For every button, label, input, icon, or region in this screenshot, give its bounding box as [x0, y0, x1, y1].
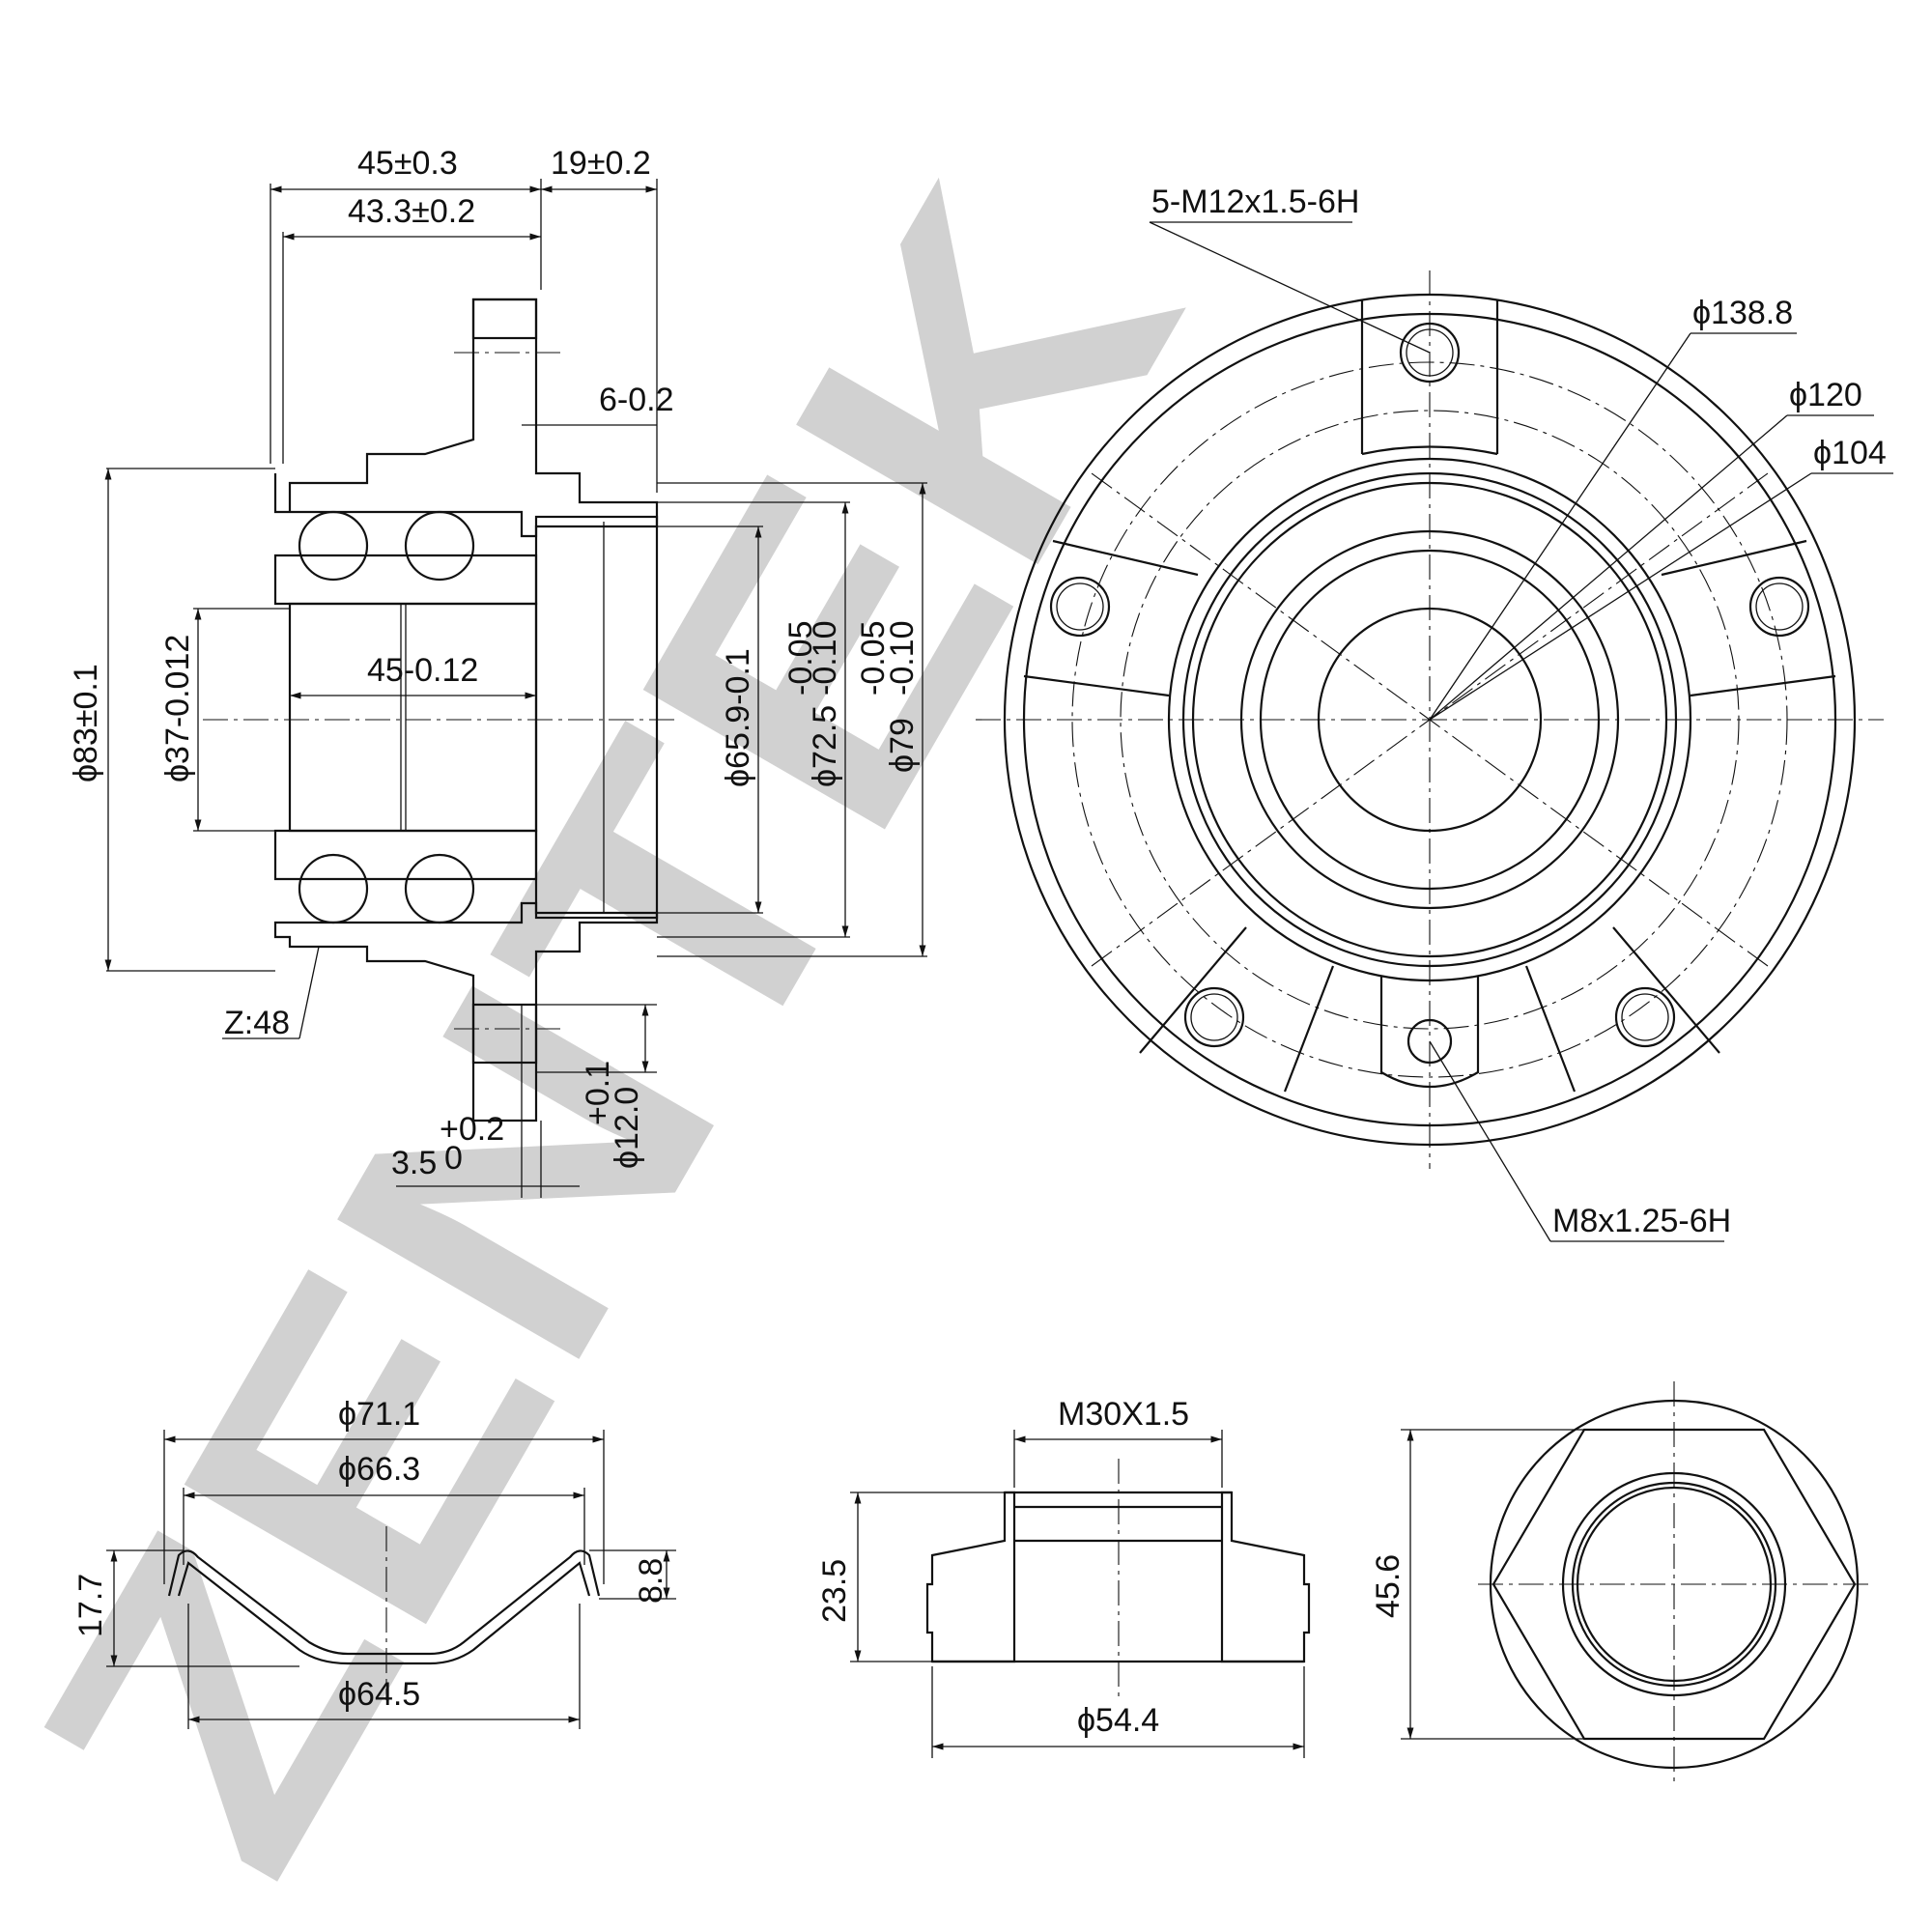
dim-79: ϕ79 [884, 718, 921, 773]
dim-66: ϕ66.3 [338, 1451, 420, 1488]
dim-120: ϕ120 [1789, 377, 1862, 413]
dim-19: 19±0.2 [551, 145, 651, 182]
dim-m8: M8x1.25-6H [1552, 1203, 1731, 1239]
top-flange [471, 298, 538, 340]
bolt-hole-left [1049, 576, 1111, 638]
dim-23-5: 23.5 [816, 1559, 853, 1623]
front-view: 5-M12x1.5-6H ϕ138.8 ϕ120 ϕ104 M8x1.25-6H [976, 184, 1893, 1242]
ball-4 [404, 853, 475, 924]
nut-right-section [1220, 1491, 1311, 1663]
bolt-hole-br [1614, 986, 1676, 1048]
dim-6: 6-0.2 [599, 382, 674, 418]
dim-71: ϕ71.1 [338, 1396, 420, 1433]
ball-1 [298, 510, 369, 582]
nut-left-section [925, 1491, 1016, 1663]
ball-3 [298, 853, 369, 924]
dim-3-5-upper: +0.2 [440, 1111, 504, 1148]
nut-front-view: 45.6 [1370, 1381, 1869, 1787]
dim-12-tol: +0.1 [580, 1061, 616, 1125]
nut-section-view: M30X1.5 23.5 ϕ54.4 [816, 1396, 1311, 1758]
hub-body-lower [273, 901, 659, 1122]
hub-body-upper [273, 298, 659, 538]
outer-ring-top [273, 554, 538, 606]
dim-79-upper: -0.05 [855, 621, 892, 696]
dim-104: ϕ104 [1813, 435, 1887, 471]
dim-79-lower: -0.10 [884, 621, 921, 696]
dim-5-m12: 5-M12x1.5-6H [1151, 184, 1359, 220]
dim-72-upper: -0.05 [782, 621, 819, 696]
side-section-view: 45±0.3 19±0.2 43.3±0.2 6-0.2 45-0.12 ϕ83… [68, 145, 927, 1198]
dim-m30: M30X1.5 [1058, 1396, 1189, 1433]
dim-45: 45±0.3 [357, 145, 458, 182]
dim-3-5: 3.5 [391, 1145, 437, 1181]
dim-64: ϕ64.5 [338, 1676, 420, 1713]
dim-72-lower: -0.10 [807, 621, 843, 696]
dim-12: ϕ12.0 [609, 1087, 645, 1169]
bolt-hole-right [1748, 576, 1810, 638]
dim-83: ϕ83±0.1 [68, 664, 104, 782]
dim-z48: Z:48 [224, 1005, 290, 1041]
dust-cap-view: ϕ71.1 ϕ66.3 ϕ64.5 17.7 8.8 [72, 1396, 676, 1729]
dim-45-inner: 45-0.12 [367, 652, 478, 689]
dim-54: ϕ54.4 [1077, 1702, 1159, 1739]
cap-outline [167, 1549, 601, 1656]
bolt-hole-bl [1183, 986, 1245, 1048]
dim-17-7: 17.7 [72, 1574, 109, 1637]
spigot [534, 515, 659, 920]
dim-45-6: 45.6 [1370, 1554, 1406, 1618]
dim-72: ϕ72.5 [807, 705, 843, 787]
dim-65: ϕ65.9-0.1 [720, 648, 756, 787]
ball-2 [404, 510, 475, 582]
dim-138: ϕ138.8 [1692, 295, 1793, 331]
dim-43: 43.3±0.2 [348, 193, 475, 230]
bottom-flange [471, 1003, 538, 1065]
dim-3-5-lower: 0 [444, 1140, 463, 1177]
dim-37: ϕ37-0.012 [159, 635, 196, 782]
dim-8-8: 8.8 [633, 1558, 669, 1604]
